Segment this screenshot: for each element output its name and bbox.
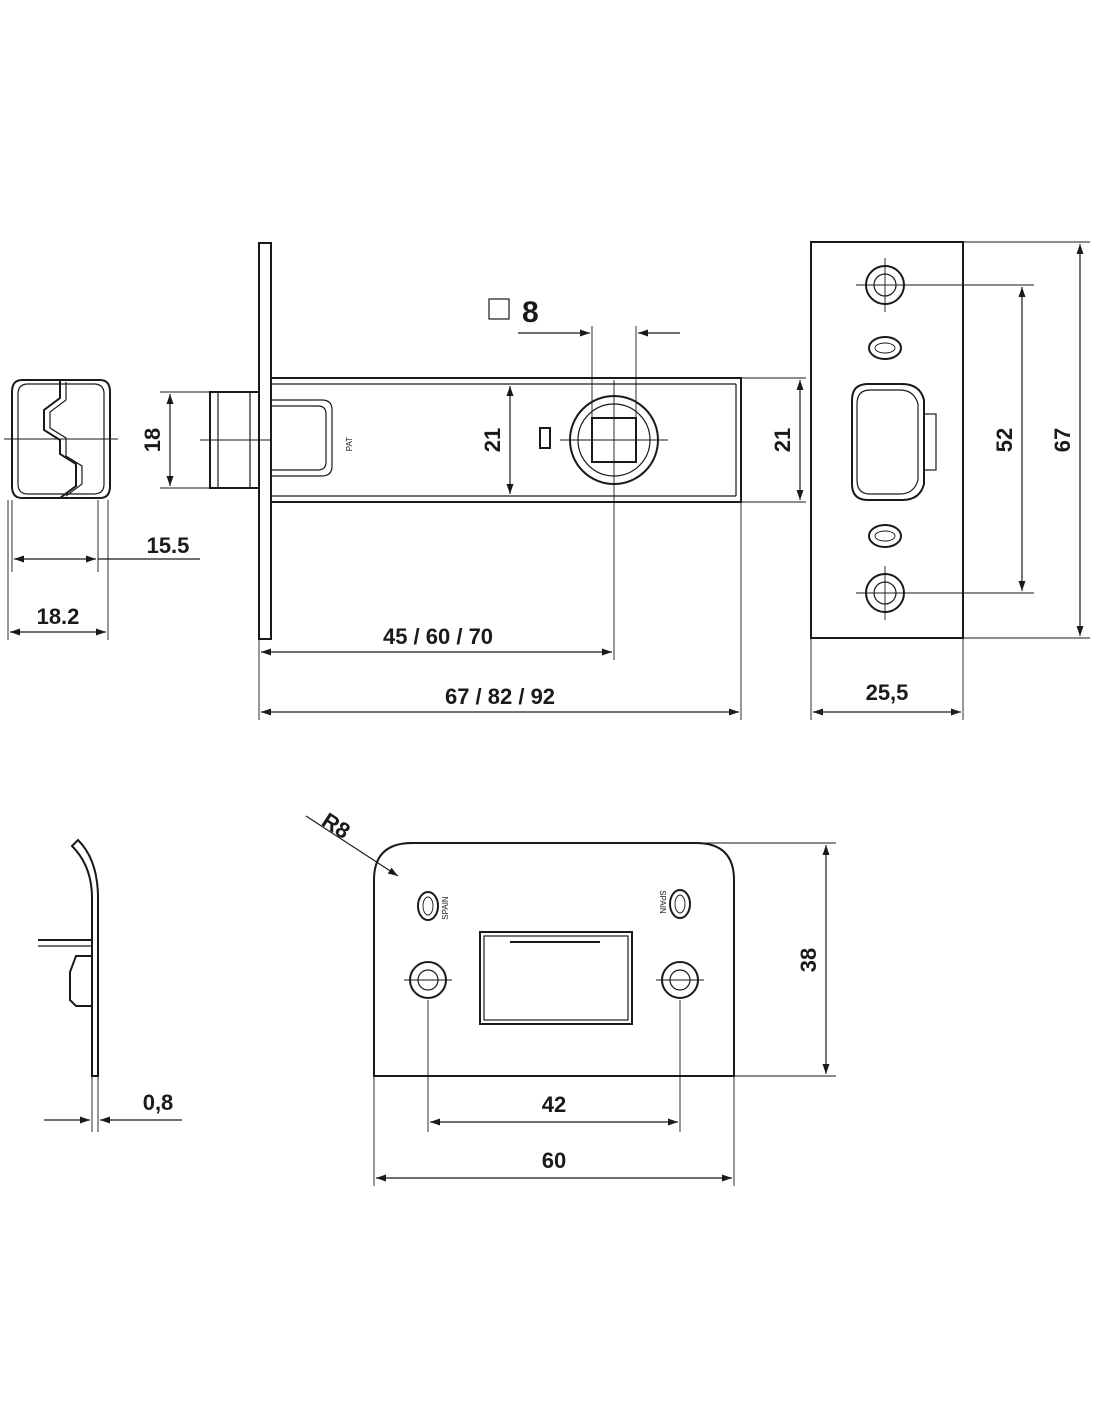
dim-latch-width: 18.2 xyxy=(37,604,80,629)
strike-side-view: 0,8 xyxy=(38,838,182,1132)
dim-strike-thickness: 0,8 xyxy=(143,1090,174,1115)
dim-faceplate-height: 67 xyxy=(1050,428,1075,452)
dim-faceplate-hole-spacing: 52 xyxy=(992,428,1017,452)
pat-stamp: PAT xyxy=(345,437,354,451)
latch-end-view: 15.5 18.2 xyxy=(4,379,200,640)
dim-case-height-left: 21 xyxy=(480,428,505,452)
dim-faceplate-width: 25,5 xyxy=(866,680,909,705)
dim-spindle-square: 8 xyxy=(522,296,539,329)
dim-backset: 45 / 60 / 70 xyxy=(383,624,493,649)
spain-stamp-left: SPAIN xyxy=(441,896,450,920)
dim-overall-length: 67 / 82 / 92 xyxy=(445,684,555,709)
dim-strike-radius: R8 xyxy=(317,808,354,844)
dim-latch-bolt-offset: 15.5 xyxy=(147,533,190,558)
strike-front-view: SPAIN SPAIN R8 38 42 60 xyxy=(305,808,836,1186)
dim-strike-hole-spacing: 42 xyxy=(542,1092,566,1117)
dim-latch-height: 18 xyxy=(140,428,165,452)
dim-strike-width: 60 xyxy=(542,1148,566,1173)
spain-stamp-right: SPAIN xyxy=(658,890,667,914)
dim-strike-height: 38 xyxy=(796,948,821,972)
faceplate-front-view: 52 67 25,5 xyxy=(810,241,1090,720)
dim-case-height-right: 21 xyxy=(770,428,795,452)
latch-side-view: PAT 8 18 21 21 45 / 60 / 70 xyxy=(140,242,806,720)
